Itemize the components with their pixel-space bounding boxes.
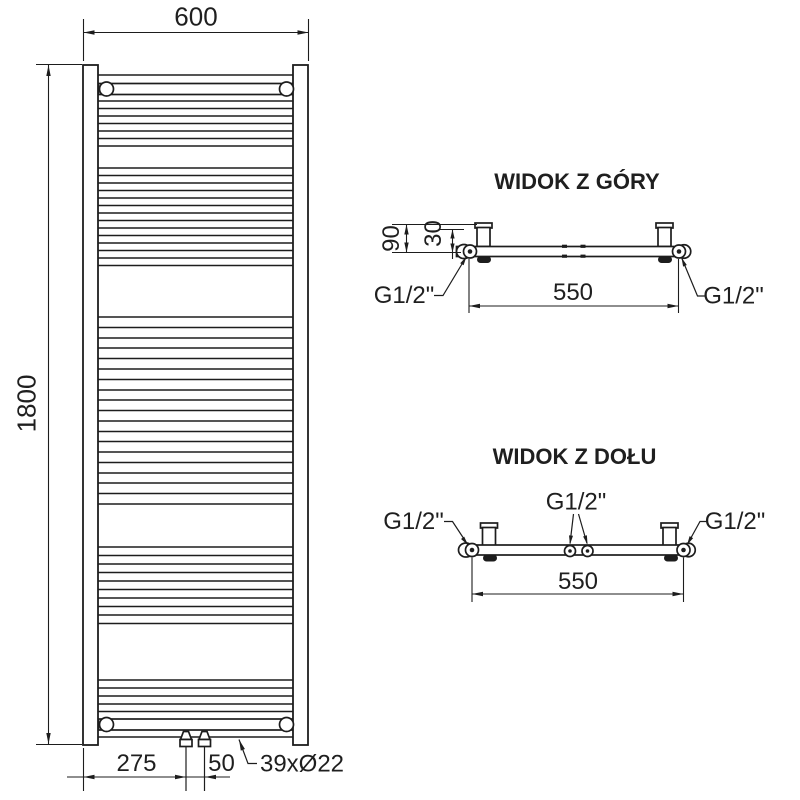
top-view-depth-label: 90 xyxy=(378,225,405,252)
front-view-dimensions: 600 1800 275 50 39xØ22 xyxy=(12,2,344,791)
top-view-left-post xyxy=(474,222,493,248)
bottom-view-left-connection-label: G1/2" xyxy=(383,508,444,535)
top-view-left-connection-label: G1/2" xyxy=(374,282,435,309)
bottom-view-right-foot xyxy=(664,554,678,562)
bottom-view-center-connections xyxy=(563,544,594,558)
bottom-view-right-post xyxy=(660,522,679,547)
radiator-rungs xyxy=(98,74,293,738)
tube-count-label: 39xØ22 xyxy=(260,751,344,778)
top-view-title: WIDOK Z GÓRY xyxy=(494,169,660,194)
top-view-right-foot xyxy=(658,256,672,263)
top-view: WIDOK Z GÓRY xyxy=(374,169,764,313)
top-view-left-connection xyxy=(455,243,478,260)
bottom-view: WIDOK Z DOŁU xyxy=(383,444,765,602)
bottom-right-mount-circle xyxy=(278,716,295,733)
top-left-mount-circle xyxy=(98,81,115,97)
bottom-view-title: WIDOK Z DOŁU xyxy=(493,444,657,469)
right-rail xyxy=(292,64,309,746)
bottom-view-right-connection-label: G1/2" xyxy=(705,508,766,535)
top-view-right-connection xyxy=(671,243,692,260)
bottom-view-left-post xyxy=(479,522,499,547)
bottom-bracket-bar xyxy=(97,718,294,731)
left-rail xyxy=(82,64,99,746)
bottom-view-spacing-label: 550 xyxy=(558,568,598,595)
height-dimension-label: 1800 xyxy=(12,375,42,433)
top-right-mount-circle xyxy=(278,81,295,97)
left-valve xyxy=(179,730,193,791)
bottom-view-center-connection-label: G1/2" xyxy=(546,489,607,516)
top-view-left-foot xyxy=(477,256,491,263)
right-valve xyxy=(197,730,212,791)
bottom-offset-dimension-label: 275 xyxy=(116,750,156,777)
top-view-spacing-label: 550 xyxy=(553,279,593,306)
front-view xyxy=(82,64,309,791)
top-view-right-post xyxy=(655,222,674,248)
width-dimension-label: 600 xyxy=(174,2,217,32)
bottom-view-left-connection xyxy=(457,542,480,558)
bottom-view-right-connection xyxy=(676,542,697,558)
top-view-offset-label: 30 xyxy=(420,220,447,247)
top-view-right-connection-label: G1/2" xyxy=(703,283,764,310)
top-bracket-bar xyxy=(97,82,294,96)
bottom-left-mount-circle xyxy=(98,716,115,733)
valve-spacing-dimension-label: 50 xyxy=(208,750,235,777)
bottom-view-left-foot xyxy=(483,554,497,562)
